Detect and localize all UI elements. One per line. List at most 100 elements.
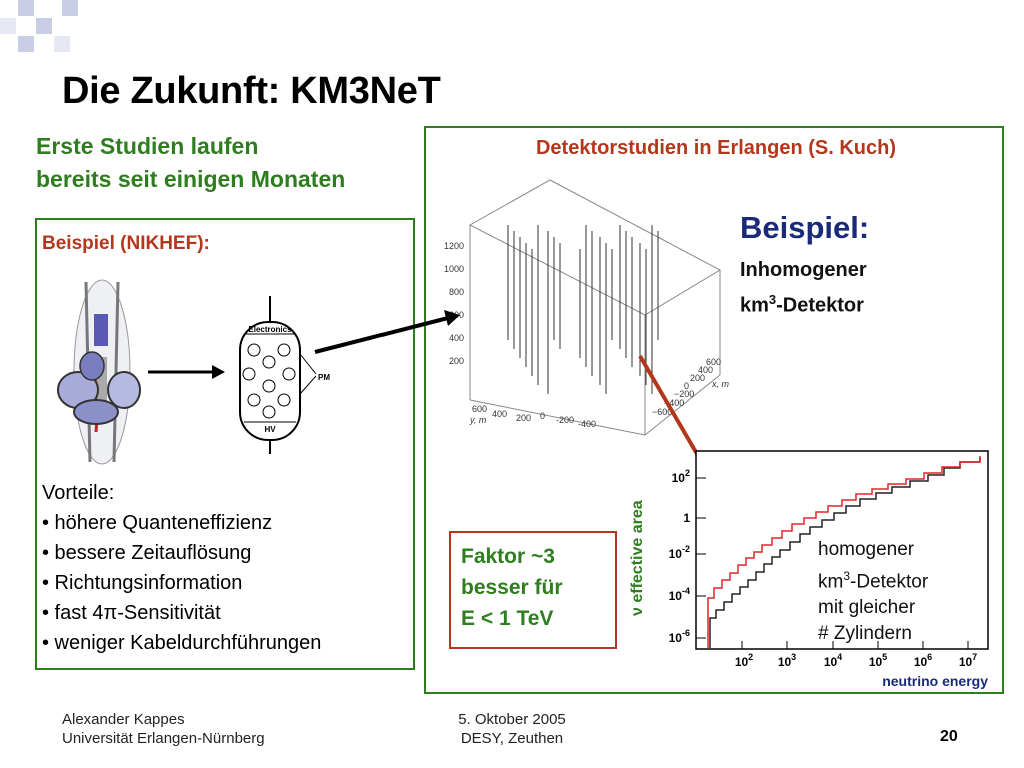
y-tick: -200: [556, 415, 574, 425]
advantages-list: Vorteile: • höhere Quanteneffizienz • be…: [42, 478, 321, 658]
advantages-title: Vorteile:: [42, 482, 115, 504]
y-tick: 200: [516, 413, 531, 423]
footer-venue: DESY, Zeuthen: [460, 730, 564, 747]
footer-date: 5. Oktober 2005: [458, 711, 566, 728]
tick-exponent: 6: [927, 652, 932, 662]
legend-line: # Zylindern: [818, 623, 912, 645]
tick-base: 10: [959, 655, 973, 669]
nikhef-box: [35, 218, 415, 670]
tick-exponent: 7: [972, 652, 977, 662]
x-tick-label: 102: [735, 652, 753, 669]
footer-author-block: Alexander Kappes Universität Erlangen-Nü…: [62, 710, 265, 748]
example-line-text: km: [740, 294, 769, 317]
x-tick-label: 103: [778, 652, 796, 669]
x-tick: −200: [674, 389, 694, 399]
tick-exponent: 3: [791, 652, 796, 662]
intro-line: Erste Studien laufen: [36, 133, 259, 159]
superscript: 3: [768, 292, 777, 307]
deco-square: [62, 0, 78, 16]
z-tick: 400: [449, 333, 464, 343]
z-tick: 800: [449, 287, 464, 297]
pm-label: PM: [318, 373, 330, 382]
factor-line: E < 1 TeV: [461, 607, 554, 630]
tick-base: 10: [669, 589, 683, 603]
deco-square: [54, 36, 70, 52]
electronics-label: Electronics: [248, 325, 292, 334]
arrow-icon: [148, 365, 225, 379]
plot-3d-ticks: 1200 1000 800 600 400 200 600 400 200 0 …: [444, 241, 730, 429]
x-tick-label: 107: [959, 652, 977, 669]
deco-square: [18, 0, 34, 16]
tick-base: 10: [869, 655, 883, 669]
deco-square: [0, 18, 16, 34]
y-tick-label: 102: [672, 468, 690, 485]
detector-3d-plot: 1200 1000 800 600 400 200 600 400 200 0 …: [444, 179, 730, 436]
slide-title: Die Zukunft: KM3NeT: [62, 70, 441, 112]
nikhef-label: Beispiel (NIKHEF):: [42, 233, 210, 254]
optical-module-figure: Electronics PM HV: [57, 279, 330, 465]
list-item: • fast 4π-Sensitivität: [42, 602, 221, 624]
multi-pmt-module-drawing: [57, 279, 141, 465]
tick-base: 1: [683, 511, 690, 525]
tick-exponent: 2: [748, 652, 753, 662]
y-tick: 0: [540, 411, 545, 421]
list-item: • Richtungsinformation: [42, 572, 243, 594]
tick-base: 10: [735, 655, 749, 669]
y-tick: 400: [492, 409, 507, 419]
x-tick-label: 104: [824, 652, 842, 669]
tick-base: 10: [824, 655, 838, 669]
y-axis-label: ν effective area: [630, 500, 646, 616]
footer-author: Alexander Kappes: [62, 711, 185, 728]
plot-legend-text: homogener km3-Detektor mit gleicher # Zy…: [818, 537, 928, 647]
superscript: 3: [843, 569, 851, 583]
arrow-icon: [314, 310, 460, 354]
x-axis-label: x, m: [711, 379, 730, 389]
tick-base: 10: [669, 547, 683, 561]
list-item: • bessere Zeitauflösung: [42, 542, 252, 564]
plot-3d-frame: [468, 179, 722, 436]
tick-exponent: 4: [837, 652, 842, 662]
factor-box: Faktor ~3 besser für E < 1 TeV: [449, 531, 617, 649]
x-axis-label: neutrino energy: [882, 673, 988, 689]
hv-label: HV: [264, 425, 276, 434]
factor-line: Faktor ~3: [461, 545, 555, 568]
z-tick: 200: [449, 356, 464, 366]
factor-line: besser für: [461, 576, 563, 599]
tick-base: 10: [672, 471, 686, 485]
tick-exponent: -4: [682, 586, 690, 596]
list-item: • höhere Quanteneffizienz: [42, 512, 273, 534]
detector-box: [424, 126, 1004, 694]
legend-line-text: km: [818, 571, 844, 593]
tick-base: 10: [914, 655, 928, 669]
deco-square: [18, 36, 34, 52]
x-tick: 400: [698, 365, 713, 375]
y-axis-label: y, m: [469, 415, 487, 425]
y-tick: -400: [578, 419, 596, 429]
tick-base: 10: [669, 631, 683, 645]
example-text: Inhomogener km3-Detektor: [740, 256, 867, 321]
x-tick: −400: [664, 398, 684, 408]
example-heading: Beispiel:: [740, 210, 870, 245]
tick-exponent: 5: [882, 652, 887, 662]
y-tick-marks: [696, 477, 706, 639]
x-tick: −600: [652, 407, 672, 417]
y-tick-label: 10-4: [669, 586, 690, 603]
example-line: km3-Detektor: [740, 285, 867, 321]
x-tick-marks: [741, 641, 969, 649]
intro-text: Erste Studien laufen bereits seit einige…: [36, 130, 345, 196]
inhomogeneous-curve: [707, 456, 981, 648]
example-line-text: -Detektor: [776, 294, 864, 317]
x-tick-label: 105: [869, 652, 887, 669]
deco-square: [36, 18, 52, 34]
legend-line-text: -Detektor: [850, 571, 929, 593]
y-tick-label: 1: [683, 511, 690, 525]
legend-line: km3-Detektor: [818, 563, 928, 595]
footer-date-block: 5. Oktober 2005 DESY, Zeuthen: [412, 710, 612, 748]
list-item: • weniger Kabeldurchführungen: [42, 632, 322, 654]
page-number: 20: [940, 728, 958, 745]
legend-line: mit gleicher: [818, 597, 916, 619]
example-line: Inhomogener: [740, 259, 867, 281]
